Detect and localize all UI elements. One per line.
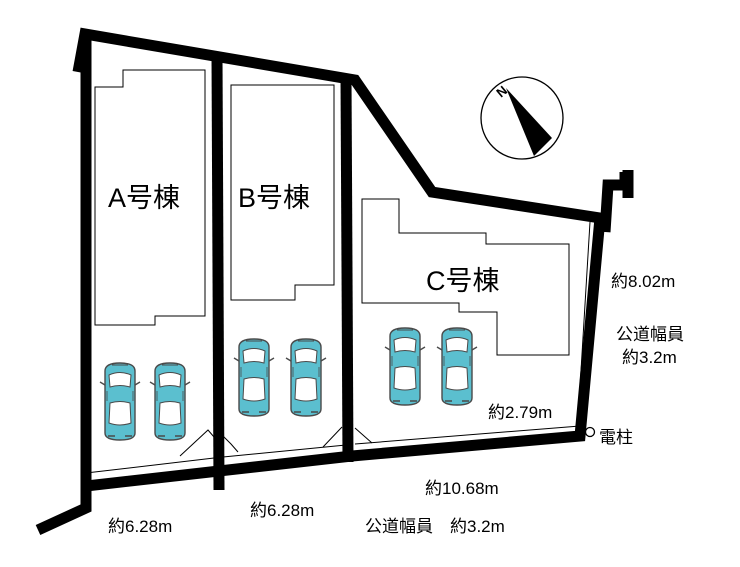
building-b-label: B号棟 bbox=[238, 183, 311, 213]
lot-c-front-measure: 約10.68m bbox=[425, 479, 499, 498]
east-frontage-measure: 約8.02m bbox=[611, 272, 676, 291]
car-icon bbox=[149, 362, 191, 441]
east-road-label: 公道幅員 bbox=[616, 325, 684, 344]
utility-pole-label: 電柱 bbox=[599, 428, 633, 447]
car-icon bbox=[99, 362, 141, 441]
building-c-label: C号棟 bbox=[426, 266, 500, 296]
building-c-footprint bbox=[361, 198, 570, 356]
utility-pole-icon bbox=[584, 426, 596, 438]
boundary-a-b bbox=[211, 55, 225, 491]
east-road-width: 約3.2m bbox=[622, 348, 677, 367]
south-road-label: 公道幅員 約3.2m bbox=[365, 517, 505, 536]
building-a-footprint bbox=[94, 69, 206, 326]
car-icon bbox=[285, 338, 327, 417]
building-b-footprint bbox=[230, 84, 335, 301]
lot-c-front-line bbox=[354, 425, 581, 445]
chamfer-a-b bbox=[179, 429, 239, 457]
compass-icon: N bbox=[480, 76, 564, 160]
lot-b-front-measure: 約6.28m bbox=[250, 501, 315, 520]
car-icon bbox=[384, 327, 426, 406]
lot-a-front-line bbox=[85, 457, 215, 474]
car-icon bbox=[436, 327, 478, 406]
car-icon bbox=[233, 338, 275, 417]
chamfer-b-c bbox=[322, 426, 373, 448]
lot-c-inner-measure: 約2.79m bbox=[488, 403, 553, 422]
building-a-label: A号棟 bbox=[108, 183, 181, 213]
lot-a-front-measure: 約6.28m bbox=[108, 517, 173, 536]
lot-b-front-line bbox=[222, 444, 347, 458]
boundary-b-c bbox=[340, 77, 354, 463]
boundary-east-jog bbox=[599, 172, 631, 233]
